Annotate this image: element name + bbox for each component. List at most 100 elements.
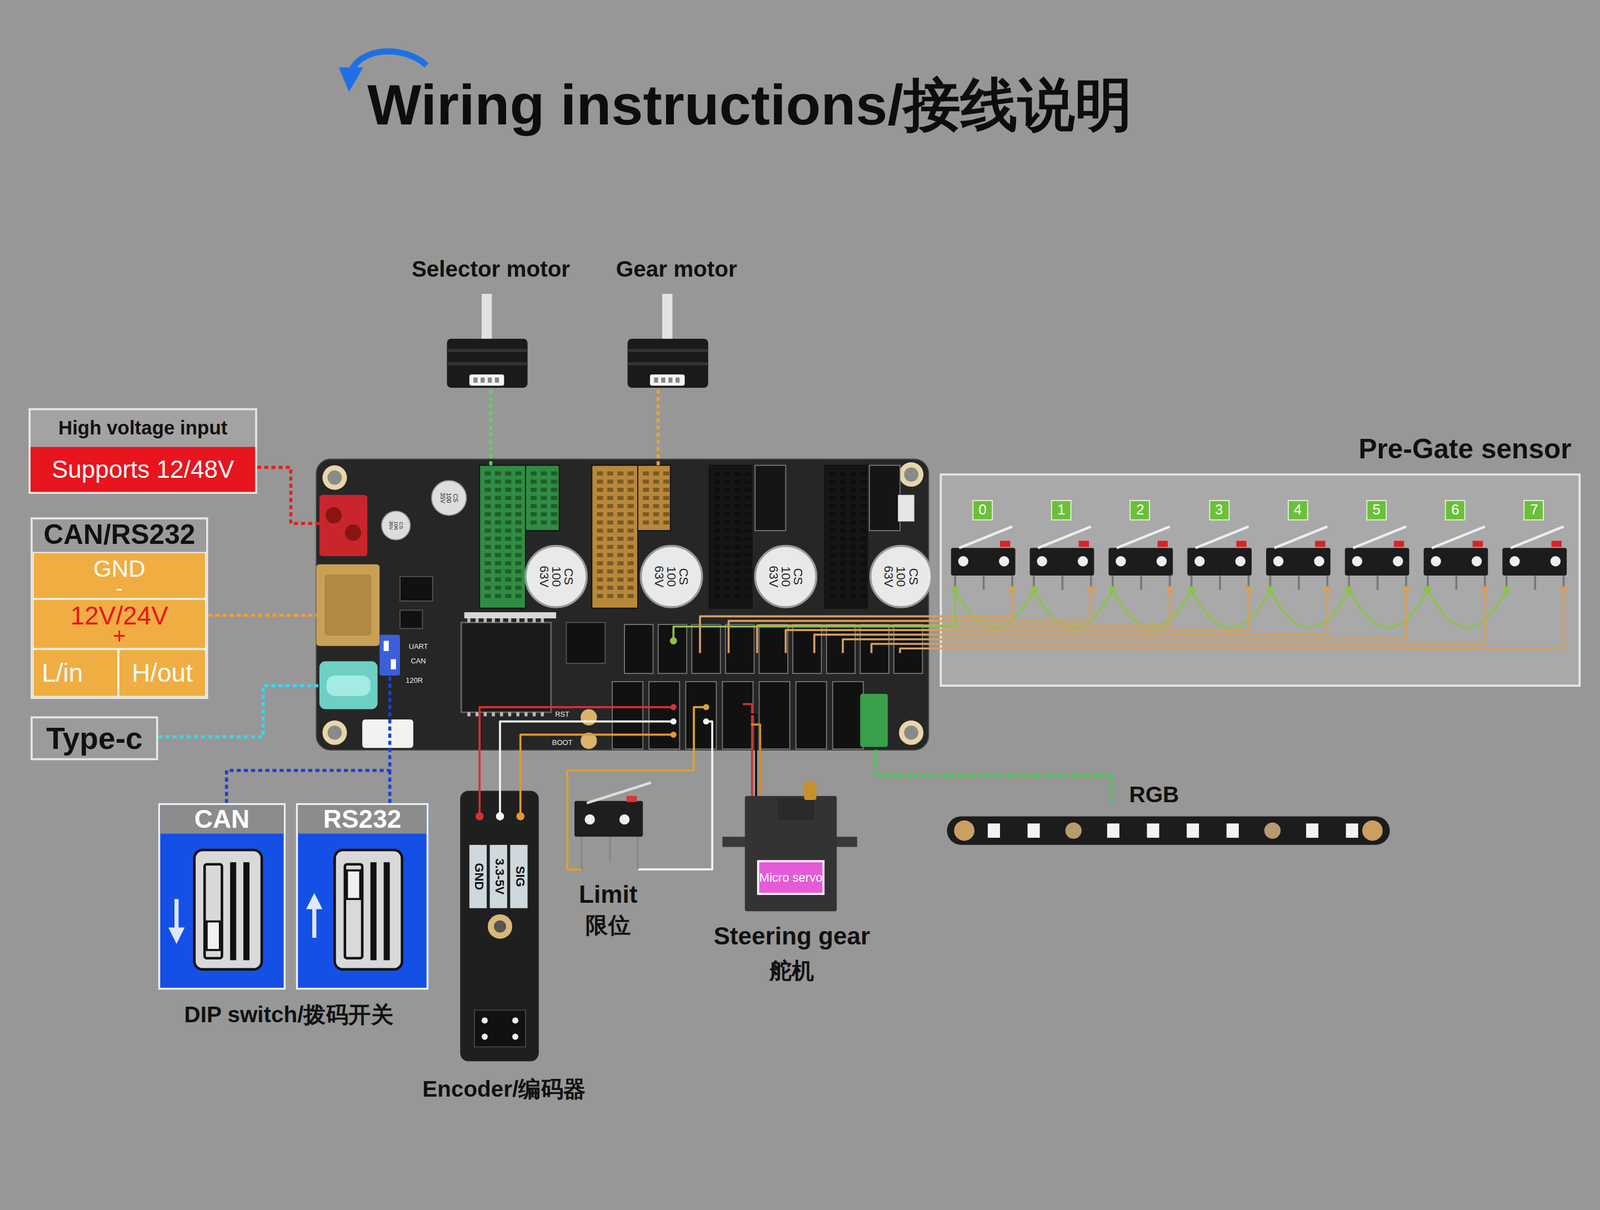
mcu-pin [508,618,512,623]
gold-driver-socket-pin [607,487,614,492]
driver-socket-pin [860,561,867,565]
driver-socket-pin [745,553,752,558]
green-driver-socket-pin [484,545,491,549]
driver-socket-pin [724,479,731,484]
mcu-pin [524,618,528,623]
gear-motor-shaft [662,293,673,341]
selector-motor-pin [473,377,478,383]
driver-socket-pin [829,561,836,565]
green-motor-header-pin [540,503,547,508]
gold-motor-header-pin [663,471,670,476]
driver-socket-pin [829,479,836,484]
dip-switch-knob [206,921,220,950]
silk-label: UART [407,642,429,651]
driver-socket-pin [745,569,752,574]
microswitch-hole [1509,556,1520,567]
gold-driver-socket-pin [596,503,603,508]
dip-switch-body [194,850,262,970]
driver-socket-pin [734,528,741,533]
gold-driver-socket-pin [617,561,624,565]
box-text: 6 [1446,501,1465,520]
dip-switch-slot [204,864,222,959]
green-driver-socket-pin [484,512,491,517]
selector-motor-stripe [446,362,528,366]
driver-socket-pin [724,520,731,525]
driver-socket-pin [860,512,867,517]
driver-socket-pin [840,503,847,508]
label-box: Type-c [30,716,159,760]
green-driver-socket-pin [515,593,522,598]
green-driver-socket-pin [515,479,522,484]
green-driver-socket-pin [515,503,522,508]
gold-driver-socket-pin [607,545,614,549]
ground-arc [1112,590,1192,628]
microswitch-button [1078,540,1089,547]
box-text: + [33,628,206,645]
driver-socket-pin [829,553,836,558]
gold-driver-socket-pin [596,528,603,533]
silk-label: SIG [512,866,527,888]
box-text: Pre-Gate sensor [940,428,1580,472]
gold-driver-socket-pin [617,479,624,484]
driver-socket-pin [745,585,752,590]
driver-socket-pin [850,496,857,500]
xt30-inner [324,574,372,636]
ground-pin [1424,586,1432,594]
sensor-header [792,624,822,674]
green-driver-socket-pin [484,536,491,541]
driver-socket-pin [860,496,867,500]
led [1346,823,1359,838]
driver-socket-pin [850,512,857,517]
gold-driver-socket-pin [607,569,614,574]
green-motor-header-pin [540,496,547,500]
green-motor-header-pin [551,496,558,500]
motor-header [755,465,786,532]
gear-motor-pin [653,377,658,383]
gold-driver-socket-pin [627,593,634,598]
can-power-wire [208,613,317,618]
microswitch-lever [1510,526,1564,549]
driver-socket-pin [840,585,847,590]
green-motor-header-pin [540,487,547,492]
mcu-pin [500,712,504,717]
io-header [796,681,827,749]
part-label: Gear motor [616,257,738,282]
selector-motor-shaft [481,293,492,341]
part-label: 舵机 [769,958,815,984]
driver-socket-pin [850,536,857,541]
green-driver-socket-pin [484,553,491,558]
gold-driver-socket-pin [617,569,624,574]
usb-c-port [319,661,378,709]
gold-driver-socket-pin [617,503,624,508]
gold-driver-socket-pin [607,577,614,582]
driver-socket-pin [850,553,857,558]
microswitch-hole [958,556,969,567]
driver-socket-pin [734,520,741,525]
box-text: 4 [1288,501,1307,520]
sensor-number: 6 [1445,500,1466,521]
gold-motor-header-pin [642,471,649,476]
green-driver-socket-pin [515,528,522,533]
driver-socket-pin [714,528,721,533]
driver-socket-pin [829,503,836,508]
gold-motor-header-pin [663,487,670,492]
label-box: GND- [32,552,207,599]
gold-driver-socket-pin [627,520,634,525]
sensor-number: 1 [1051,500,1072,521]
rgb-wire [875,750,1113,802]
microswitch [1345,547,1410,576]
microswitch-button [1551,540,1562,547]
driver-socket-pin [724,496,731,500]
driver-socket-pin [829,577,836,582]
microswitch-lever [1274,526,1328,549]
gold-driver-socket-pin [607,561,614,565]
silk-label: CS 100 35V [388,518,404,533]
driver-socket-pin [829,487,836,492]
io-header [612,681,643,749]
driver-socket-pin [860,553,867,558]
microswitch-hole [1036,556,1047,567]
driver-socket-pin [734,503,741,508]
gold-motor-header-pin [653,471,660,476]
dip-switch-bar [230,862,237,960]
sensor-number: 7 [1523,500,1545,521]
